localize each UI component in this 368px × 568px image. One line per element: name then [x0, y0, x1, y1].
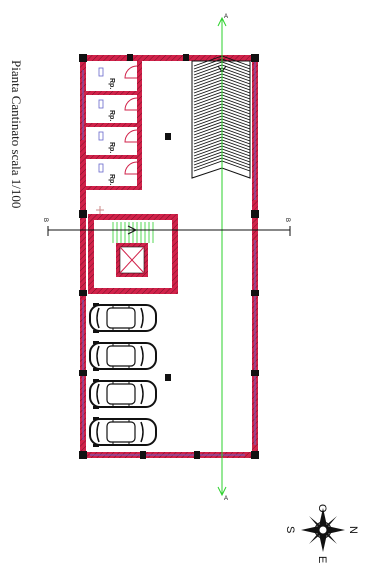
- parked-car: [89, 417, 157, 447]
- compass-south: S: [284, 526, 296, 533]
- compass-west: O: [316, 504, 328, 513]
- svg-text:B: B: [42, 218, 48, 222]
- storage-rooms: Rp. Rp. Rp. Rp.: [86, 61, 142, 190]
- pillar: [165, 133, 171, 140]
- storage-room-label-2: Rp.: [108, 110, 115, 121]
- compass-rose: O E N S: [284, 504, 359, 563]
- svg-text:A: A: [224, 496, 228, 502]
- storage-room-label-1: Rp.: [108, 78, 115, 89]
- parking-area: [89, 303, 157, 447]
- parked-car: [89, 303, 157, 333]
- stair-core: [88, 206, 178, 294]
- svg-text:A: A: [224, 14, 228, 20]
- compass-east: E: [316, 556, 328, 563]
- parked-car: [89, 341, 157, 371]
- parked-car: [89, 379, 157, 409]
- ramp: [191, 40, 251, 179]
- storage-room-label-4: Rp.: [108, 174, 115, 185]
- section-lines: A A B B: [42, 14, 291, 502]
- storage-room-label-3: Rp.: [108, 142, 115, 153]
- pillar: [165, 374, 171, 381]
- plan-title: Pianta Cantinato scala 1/100: [9, 60, 24, 208]
- compass-north: N: [347, 526, 359, 534]
- outer-walls: [79, 54, 259, 459]
- svg-text:B: B: [284, 218, 290, 222]
